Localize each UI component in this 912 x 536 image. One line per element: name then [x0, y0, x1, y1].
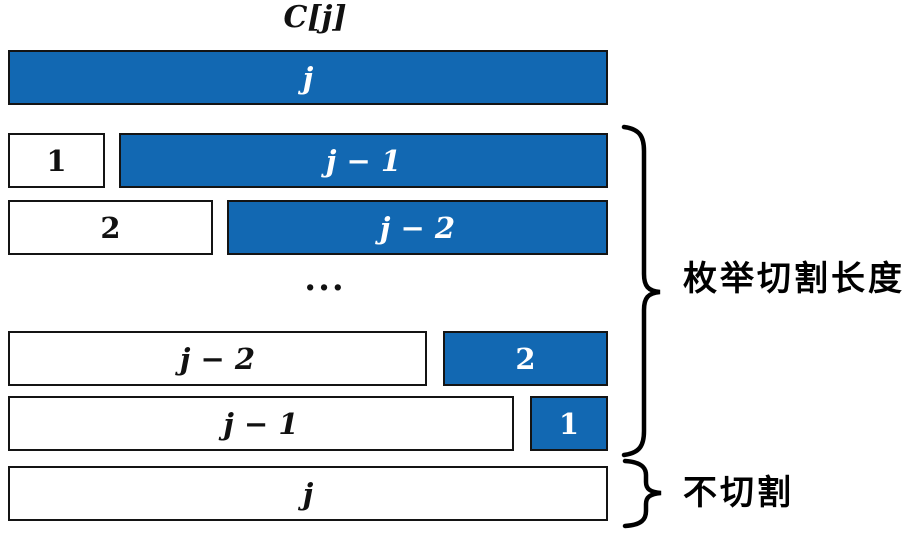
enumerate-brace — [621, 124, 661, 458]
bar-cut1-right: j − 1 — [119, 133, 608, 188]
diagram-title: C[j] — [283, 0, 347, 35]
bar-cut2-right: j − 2 — [227, 200, 608, 255]
bar-cutj1-right: 1 — [530, 396, 608, 451]
ellipsis: ... — [304, 259, 346, 299]
bar-total-length: j — [8, 50, 608, 105]
bar-cut1-left: 1 — [8, 133, 105, 188]
bar-cutj2-right: 2 — [443, 331, 608, 386]
bar-no-cut: j — [8, 466, 608, 521]
no-cut-label: 不切割 — [683, 474, 794, 512]
no-cut-brace — [622, 458, 662, 529]
bar-cut2-left: 2 — [8, 200, 213, 255]
bar-cutj1-left: j − 1 — [8, 396, 514, 451]
bar-cutj2-left: j − 2 — [8, 331, 427, 386]
enumerate-cut-length-label: 枚举切割长度 — [683, 260, 905, 298]
